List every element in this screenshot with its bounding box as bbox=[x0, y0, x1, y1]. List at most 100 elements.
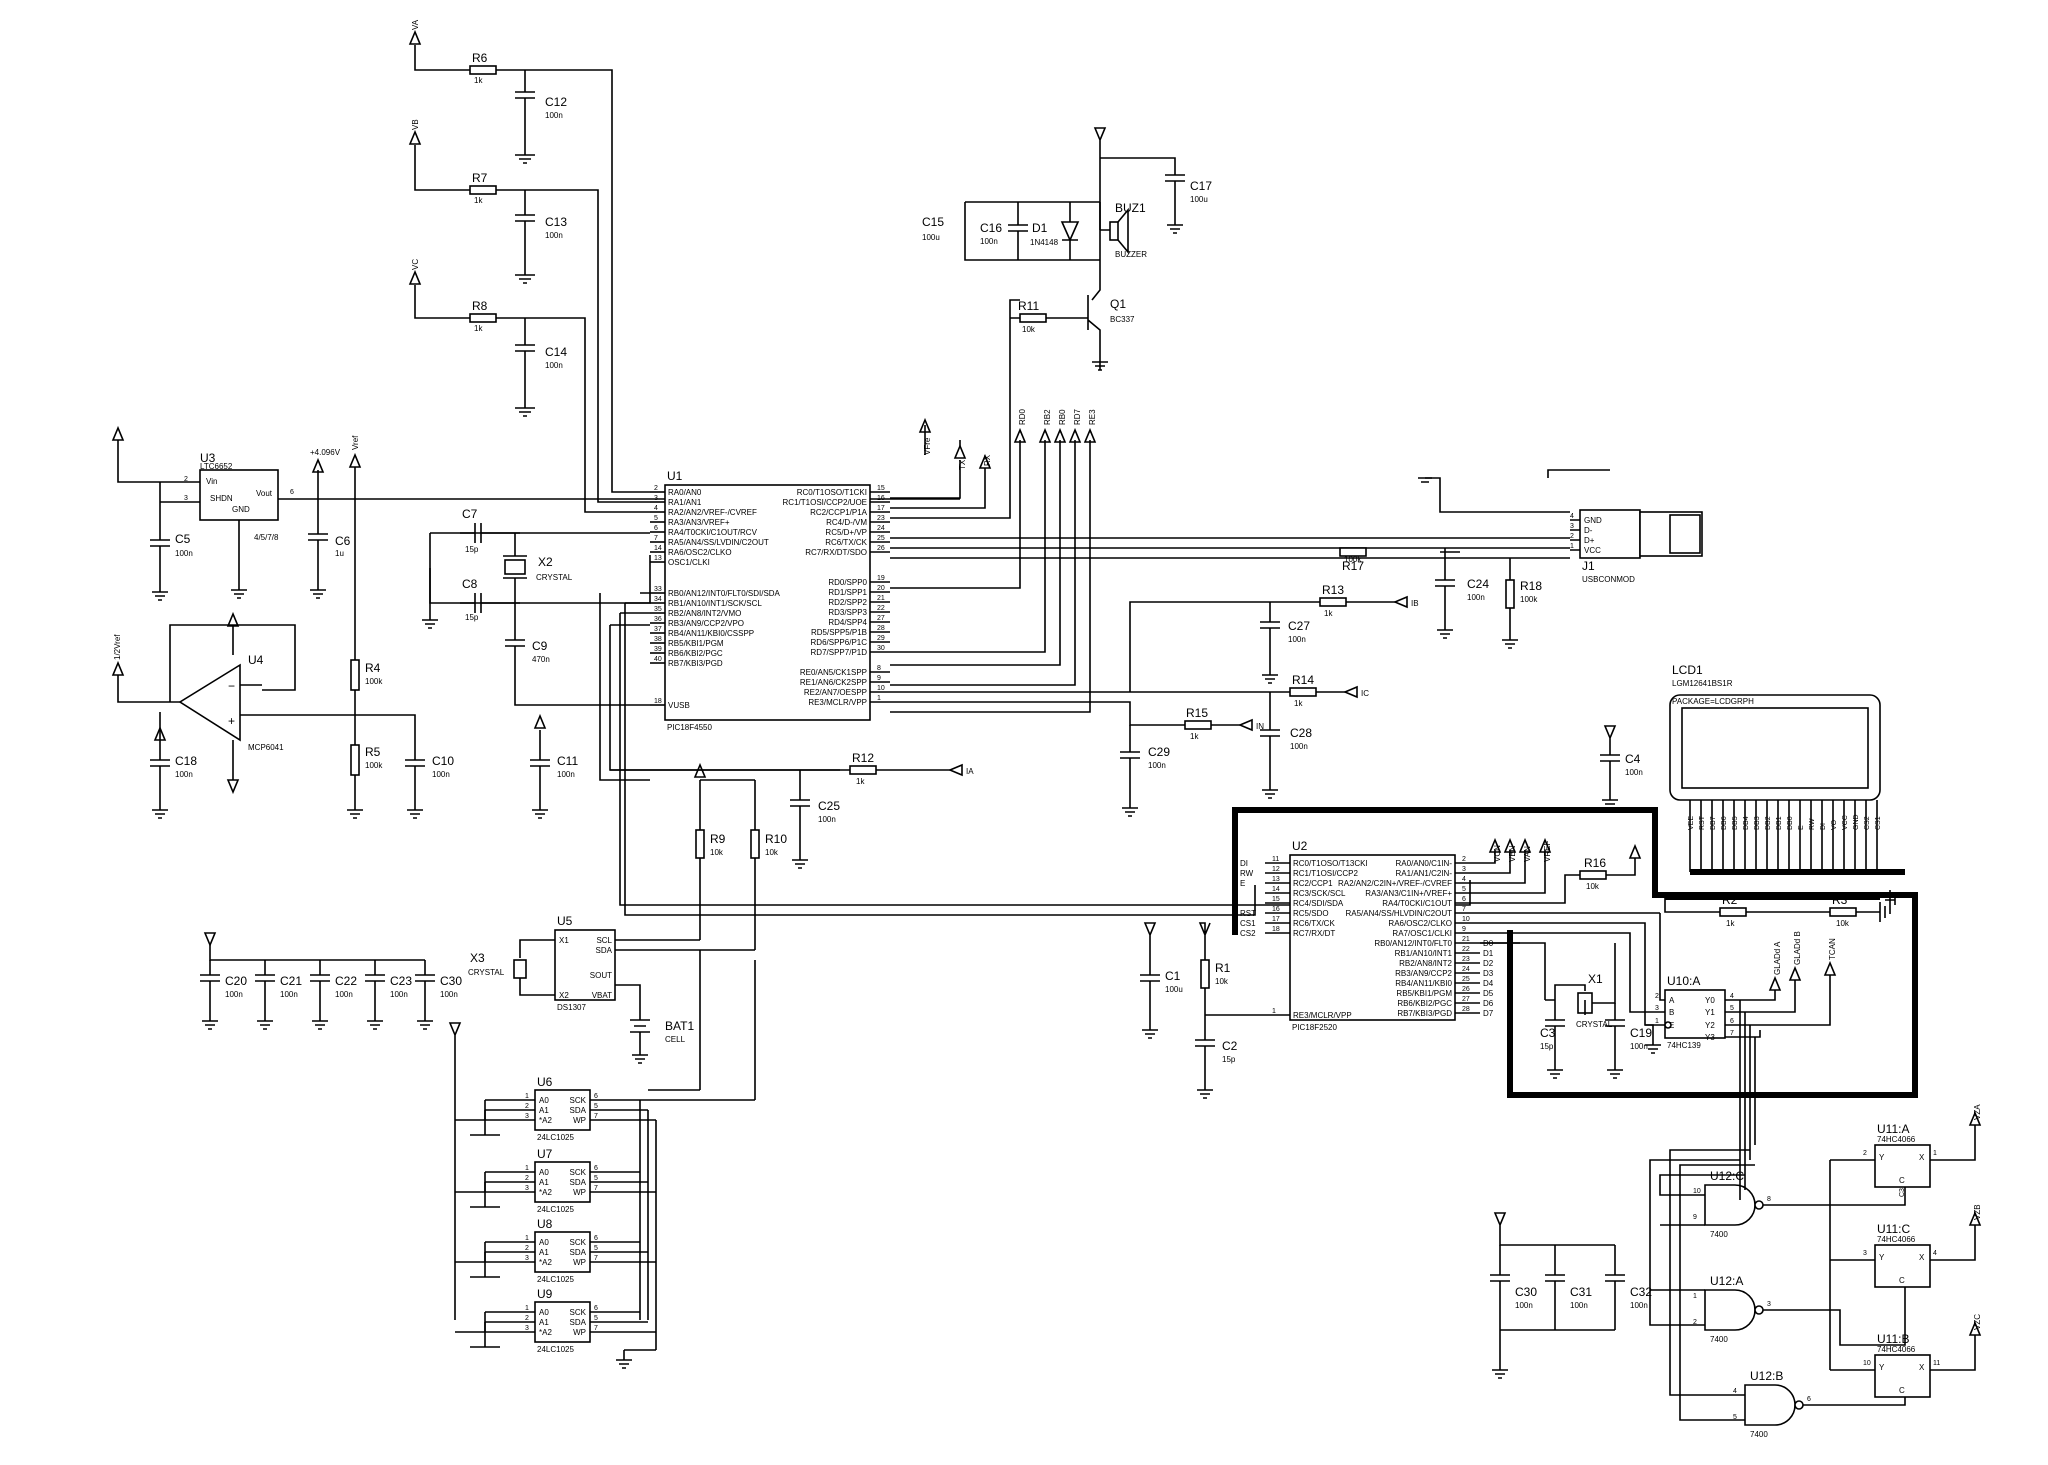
cap-ref: C31 bbox=[1570, 1285, 1592, 1299]
r14-value: 1k bbox=[1294, 699, 1303, 708]
bat1-part: CELL bbox=[665, 1035, 686, 1044]
switch-ref: U11:C bbox=[1877, 1222, 1910, 1236]
x3-part: CRYSTAL bbox=[468, 968, 505, 977]
lcd-contrast-resistors: R2 1k R3 10k bbox=[1664, 893, 1891, 928]
u2-pin-number: 9 bbox=[1462, 926, 1466, 933]
u1-pin-label: RD6/SPP6/P1C bbox=[811, 638, 868, 647]
switch-part: 74HC4066 bbox=[1877, 1135, 1916, 1144]
x3-ref: X3 bbox=[470, 951, 485, 965]
switch-inputs bbox=[1829, 1159, 1875, 1371]
eeprom-part: 24LC1025 bbox=[537, 1133, 574, 1142]
j1-pin-number: 4 bbox=[1570, 513, 1574, 520]
net-4096-label: +4.096V bbox=[310, 448, 341, 457]
x3-crystal-body bbox=[513, 959, 527, 979]
r10-ref: R10 bbox=[765, 832, 787, 846]
u2-pin-label: RB0/AN12/INT0/FLT0 bbox=[1374, 939, 1452, 948]
net-glada-label: GLADd A bbox=[1773, 941, 1782, 975]
u1-pin-label: RB6/KBI2/PGC bbox=[668, 649, 723, 658]
u4-opamp-buffer: U4 MCP6041 − + 1/2Vref R4 100k R5 100k C… bbox=[111, 611, 454, 819]
switch-pin-number: 1 bbox=[1933, 1150, 1937, 1157]
u1-part: PIC18F4550 bbox=[667, 723, 712, 732]
net-vza-label: VZA bbox=[1973, 1104, 1982, 1120]
c11-ref: C11 bbox=[557, 754, 578, 768]
eeprom-ref: U9 bbox=[537, 1287, 553, 1301]
eeprom-pin-label: WP bbox=[573, 1328, 586, 1337]
eeprom-pin-number: 1 bbox=[525, 1165, 529, 1172]
switch-part: 74HC4066 bbox=[1877, 1235, 1916, 1244]
q1-part: BC337 bbox=[1110, 315, 1135, 324]
u2-pin-number: 5 bbox=[1462, 886, 1466, 893]
cap-value: 100n bbox=[440, 990, 458, 999]
u1-body bbox=[664, 484, 871, 721]
r13-ref: R13 bbox=[1322, 583, 1344, 597]
u1-pin-number: 36 bbox=[654, 616, 662, 623]
nand-pin-number: 5 bbox=[1733, 1414, 1737, 1421]
nand-body bbox=[1704, 1289, 1756, 1331]
u2-pin-label: RC3/SCK/SCL bbox=[1293, 889, 1346, 898]
r4-value: 100k bbox=[365, 677, 383, 686]
net-vref2-label: VREF bbox=[1543, 841, 1552, 862]
nand-body bbox=[1704, 1184, 1756, 1226]
lcd-pin-label: DB3 bbox=[1754, 816, 1761, 830]
analog-switch-body bbox=[1874, 1144, 1931, 1188]
i2c-bus bbox=[699, 950, 756, 1100]
eeprom-pin-label: SCK bbox=[570, 1238, 587, 1247]
u2-pin-number: 10 bbox=[1462, 916, 1470, 923]
switch-pin: Y bbox=[1879, 1363, 1885, 1372]
u2-pin-label: RB3/AN9/CCP2 bbox=[1395, 969, 1452, 978]
u1-pin-label: RE2/AN7/OESPP bbox=[804, 688, 867, 697]
u2-pin-number: 28 bbox=[1462, 1006, 1470, 1013]
net-ic-label: IC bbox=[1361, 689, 1369, 698]
j1-plug-tip bbox=[1669, 514, 1701, 554]
lcd-pin-label: RST bbox=[1699, 815, 1706, 830]
eeprom-gnd bbox=[470, 1110, 500, 1136]
u5-pin-label: X1 bbox=[559, 936, 569, 945]
eeprom-gnd bbox=[470, 1182, 500, 1208]
u10-part: 74HC139 bbox=[1667, 1041, 1701, 1050]
u1-right-pins: 15RC0/T1OSO/T1CKI16RC1/T1OSI/CCP2/UOE17R… bbox=[783, 485, 890, 707]
u2-lcd-net: CS2 bbox=[1240, 929, 1256, 938]
c14-value: 100n bbox=[545, 361, 563, 370]
c6-value: 1u bbox=[335, 549, 344, 558]
analog-switch-body bbox=[1874, 1244, 1931, 1288]
eeprom-pin-label: SDA bbox=[570, 1318, 587, 1327]
c24-ref: C4 bbox=[1625, 752, 1641, 766]
lcd1-part: LGM12641BS1R bbox=[1672, 679, 1733, 688]
u1-pin-number: 7 bbox=[654, 535, 658, 542]
nand-inputs bbox=[1649, 1149, 1755, 1421]
net-vzb-label: VZB bbox=[1973, 1204, 1982, 1220]
r8-ref: R8 bbox=[472, 299, 488, 313]
u2-lcd-net: RST bbox=[1240, 909, 1256, 918]
net-vref-label: Vref bbox=[351, 435, 360, 450]
eeprom-pin-label: A1 bbox=[539, 1106, 549, 1115]
u1-pin-number: 10 bbox=[877, 685, 885, 692]
u2-pin-label: RB7/KBI3/PGD bbox=[1397, 1009, 1452, 1018]
u2-pin-label: RE3/MCLR/VPP bbox=[1293, 1011, 1352, 1020]
eeprom-pin-number: 3 bbox=[525, 1255, 529, 1262]
r1-value: 10k bbox=[1215, 977, 1229, 986]
nand-part: 7400 bbox=[1710, 1335, 1728, 1344]
u3-pin2-num: 2 bbox=[184, 476, 188, 483]
r12-ref: R12 bbox=[852, 751, 874, 765]
c24-decoupling: C4 100n bbox=[1600, 725, 1643, 809]
u2-db-net: D6 bbox=[1483, 999, 1494, 1008]
lcd-pin-label: E bbox=[1798, 825, 1805, 830]
u1-pin-number: 40 bbox=[654, 656, 662, 663]
switch-pin: X bbox=[1919, 1363, 1925, 1372]
net-vb-label: VB bbox=[411, 119, 420, 130]
eeprom-pin-label: *A2 bbox=[539, 1328, 552, 1337]
c3-value: 100n bbox=[1630, 1042, 1648, 1051]
eeprom-part: 24LC1025 bbox=[537, 1345, 574, 1354]
analog-switch-body bbox=[1874, 1354, 1931, 1398]
eeprom-pin-number: 6 bbox=[594, 1235, 598, 1242]
nand-ref: U12:A bbox=[1710, 1274, 1743, 1288]
eeprom-pin-label: A0 bbox=[539, 1308, 549, 1317]
resistor-r6 bbox=[469, 65, 497, 75]
nand-ref: U12:B bbox=[1750, 1369, 1783, 1383]
resistor-r10 bbox=[750, 829, 760, 859]
u1-pin-label: RD1/SPP1 bbox=[828, 588, 867, 597]
nand-part: 7400 bbox=[1750, 1430, 1768, 1439]
eeprom-pin-label: A1 bbox=[539, 1178, 549, 1187]
